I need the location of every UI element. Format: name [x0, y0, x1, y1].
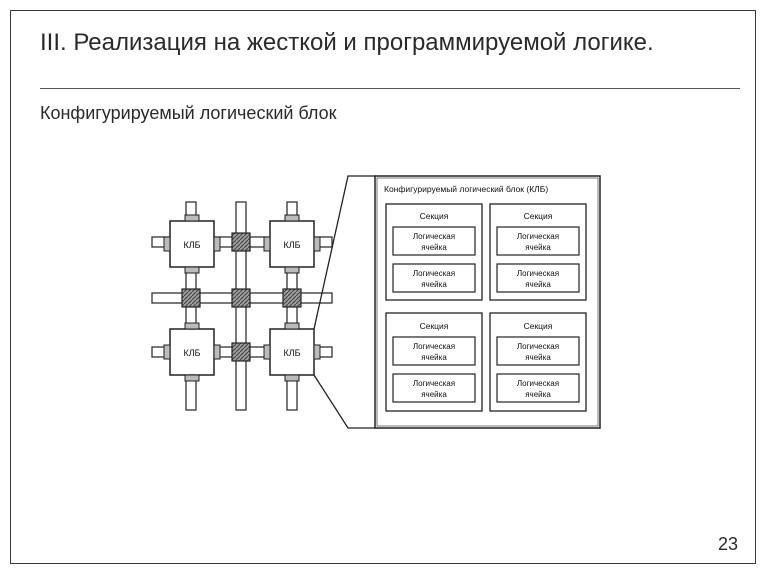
clb-block: КЛБ	[263, 214, 321, 274]
switch-matrix	[181, 288, 201, 308]
section-block: Секция Логическая ячейка Логическая ячей…	[489, 203, 587, 301]
section-label: Секция	[420, 321, 449, 331]
clb-label: КЛБ	[283, 240, 300, 250]
logic-cell-label: Логическая	[517, 379, 559, 388]
clb-detail-title: Конфигурируемый логический блок (КЛБ)	[384, 184, 548, 194]
logic-cell-label: Логическая	[413, 342, 455, 351]
logic-cell-label: Логическая	[517, 232, 559, 241]
switch-matrix	[231, 288, 251, 308]
slide-subtitle: Конфигурируемый логический блок	[40, 103, 337, 123]
logic-cell-label: Логическая	[413, 232, 455, 241]
section-label: Секция	[524, 211, 553, 221]
logic-cell: Логическая ячейка	[496, 336, 580, 366]
slide-title: III. Реализация на жесткой и программиру…	[40, 29, 654, 56]
logic-cell: Логическая ячейка	[496, 226, 580, 256]
logic-cell-label: ячейка	[421, 353, 447, 362]
logic-cell-label: ячейка	[525, 280, 551, 289]
switch-matrix	[282, 288, 302, 308]
logic-cell: Логическая ячейка	[496, 373, 580, 403]
clb-label: КЛБ	[183, 240, 200, 250]
logic-cell-label: ячейка	[525, 353, 551, 362]
section-label: Секция	[524, 321, 553, 331]
logic-cell-label: ячейка	[421, 243, 447, 252]
section-label: Секция	[420, 211, 449, 221]
logic-cell: Логическая ячейка	[392, 336, 476, 366]
zoom-lines	[313, 175, 376, 429]
page-number: 23	[717, 534, 738, 554]
switch-matrix	[231, 342, 251, 362]
section-block: Секция Логическая ячейка Логическая ячей…	[385, 312, 483, 412]
switch-matrix	[231, 232, 251, 252]
logic-cell: Логическая ячейка	[392, 263, 476, 293]
clb-detail-panel: Конфигурируемый логический блок (КЛБ) Се…	[374, 175, 601, 429]
logic-cell-label: Логическая	[413, 269, 455, 278]
logic-cell-label: Логическая	[413, 379, 455, 388]
logic-cell-label: ячейка	[525, 390, 551, 399]
section-block: Секция Логическая ячейка Логическая ячей…	[385, 203, 483, 301]
logic-cell: Логическая ячейка	[392, 226, 476, 256]
logic-cell-label: Логическая	[517, 269, 559, 278]
logic-cell-label: ячейка	[525, 243, 551, 252]
logic-cell: Логическая ячейка	[392, 373, 476, 403]
clb-label: КЛБ	[283, 348, 300, 358]
title-divider	[40, 88, 740, 89]
clb-block: КЛБ	[163, 214, 221, 274]
clb-label: КЛБ	[183, 348, 200, 358]
logic-cell: Логическая ячейка	[496, 263, 580, 293]
clb-block: КЛБ	[163, 322, 221, 382]
logic-cell-label: Логическая	[517, 342, 559, 351]
section-block: Секция Логическая ячейка Логическая ячей…	[489, 312, 587, 412]
clb-block: КЛБ	[263, 322, 321, 382]
switch-matrices	[181, 232, 302, 362]
logic-cell-label: ячейка	[421, 390, 447, 399]
slide-frame	[10, 10, 756, 564]
logic-cell-label: ячейка	[421, 280, 447, 289]
